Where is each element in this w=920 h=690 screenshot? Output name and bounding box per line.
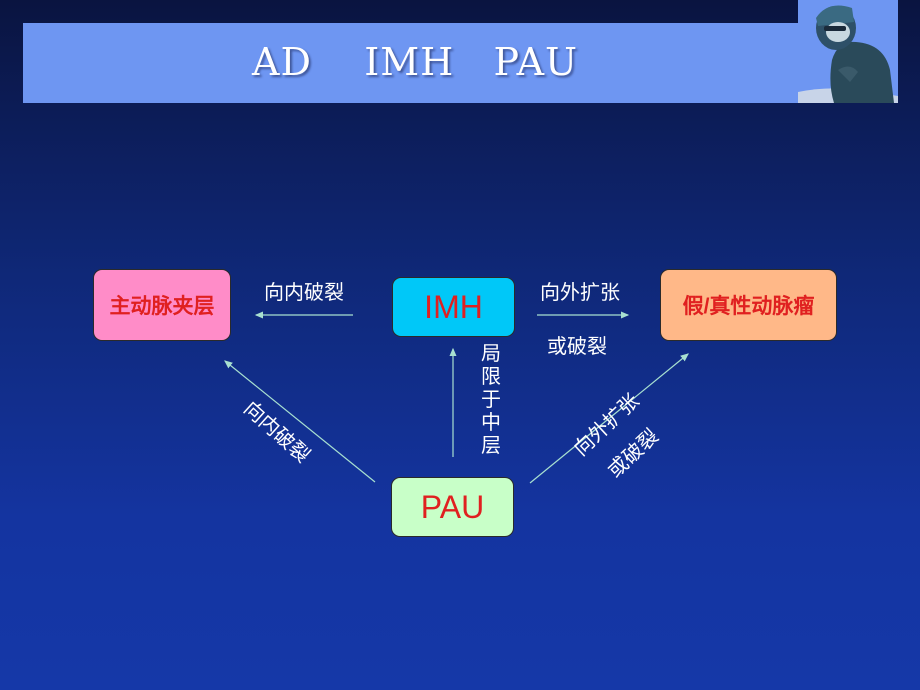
node-pau: PAU [391, 477, 514, 537]
label-pau-to-imh: 局限于中层 [481, 341, 501, 457]
label-imh-to-dissection: 向内破裂 [264, 280, 344, 304]
label-imh-to-aneurysm-line1: 向外扩张 [540, 280, 620, 304]
node-imh: IMH [392, 277, 515, 337]
node-aneurysm: 假/真性动脉瘤 [660, 269, 837, 341]
node-aortic-dissection: 主动脉夹层 [93, 269, 231, 341]
surgeon-image [798, 0, 898, 103]
slide-title: AD IMH PAU [252, 40, 579, 84]
arrow-pau-to-dissection [224, 360, 376, 483]
label-imh-to-aneurysm-line2: 或破裂 [547, 334, 607, 358]
title-bar [23, 23, 897, 103]
arrow-pau-to-aneurysm [529, 353, 689, 484]
